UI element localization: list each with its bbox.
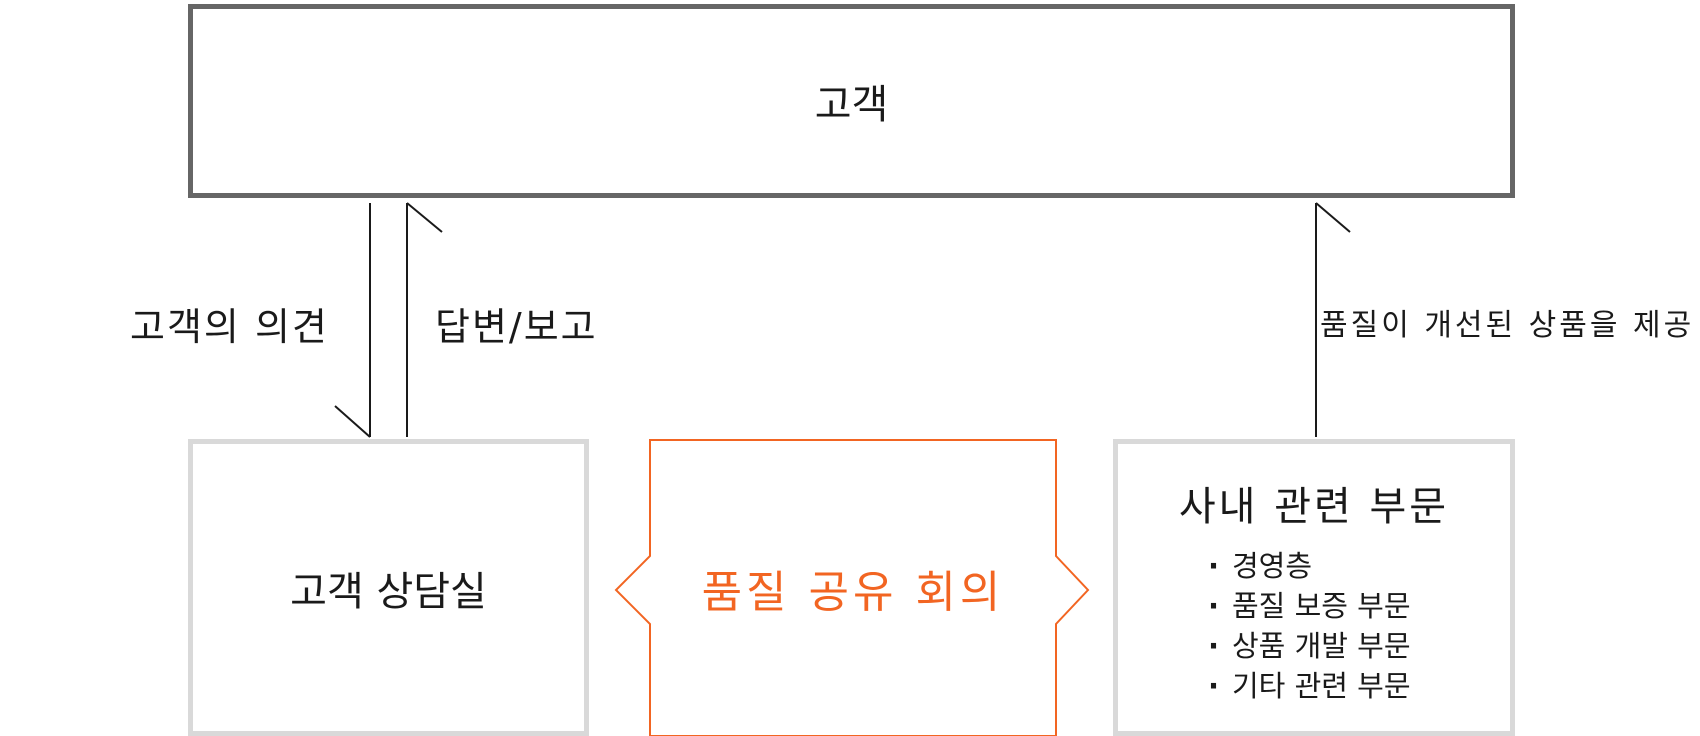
quality-meeting-label: 품질 공유 회의	[650, 440, 1056, 736]
department-item: 품질 보증 부문	[1208, 586, 1411, 626]
edge-label-answer-report: 답변/보고	[435, 305, 598, 349]
internal-departments-title: 사내 관련 부문	[1178, 484, 1450, 530]
internal-departments-list: 경영층 품질 보증 부문 상품 개발 부문 기타 관련 부문	[1208, 546, 1411, 706]
edge-label-improved-product: 품질이 개선된 상품을 제공	[1320, 308, 1695, 343]
arrow-improved-product-head	[1315, 202, 1351, 233]
department-item: 상품 개발 부문	[1208, 626, 1411, 666]
customer-label: 고객	[814, 82, 889, 128]
customer-box: 고객	[188, 4, 1515, 198]
internal-departments-box: 사내 관련 부문 경영층 품질 보증 부문 상품 개발 부문 기타 관련 부문	[1113, 439, 1515, 736]
counseling-room-label: 고객 상담실	[290, 568, 487, 615]
edge-label-customer-opinion: 고객의 의견	[130, 305, 329, 349]
quality-meeting-shape	[614, 439, 1090, 736]
quality-meeting-text: 품질 공유 회의	[701, 567, 1005, 618]
arrow-customer-opinion-head	[334, 405, 371, 438]
arrow-answer-report-head	[406, 202, 443, 233]
counseling-room-box: 고객 상담실	[188, 439, 589, 736]
department-item: 경영층	[1208, 546, 1411, 586]
department-item: 기타 관련 부문	[1208, 666, 1411, 706]
